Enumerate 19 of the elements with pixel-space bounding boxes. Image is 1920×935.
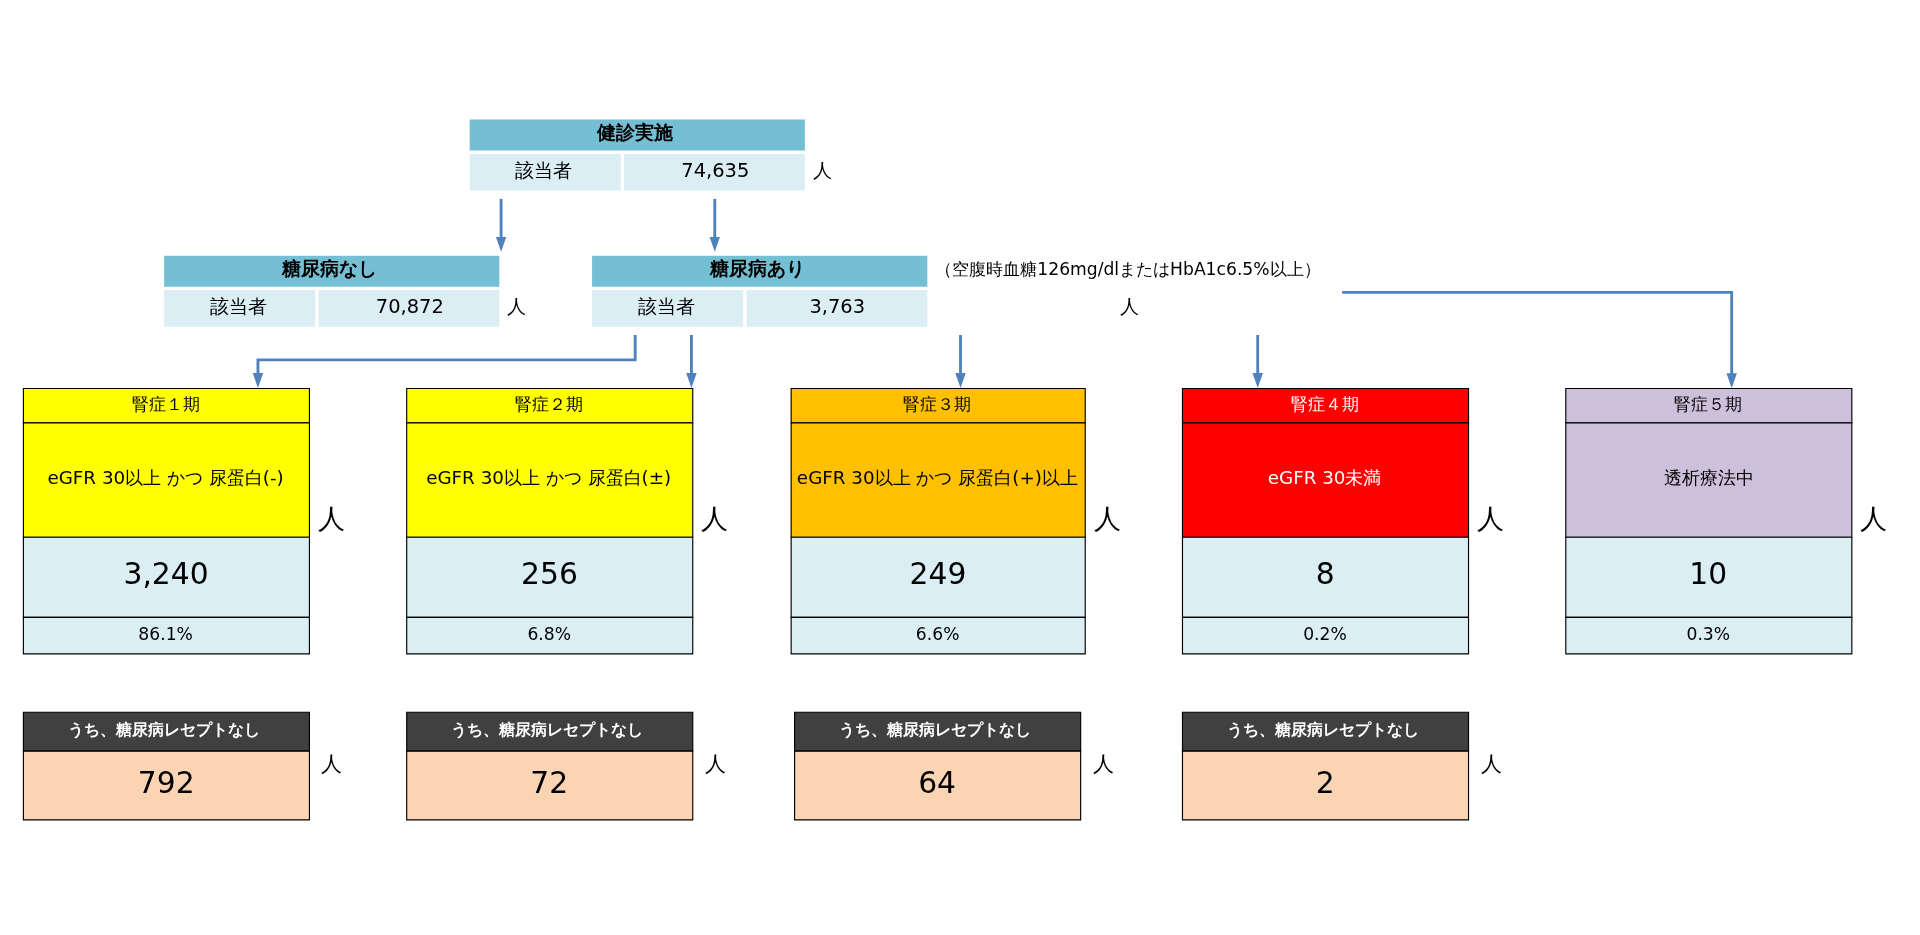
- node-label: 人: [317, 502, 345, 534]
- node-label: 人: [506, 294, 526, 318]
- arrow: [954, 334, 966, 388]
- arrow: [1341, 290, 1737, 388]
- node-label: 人: [1119, 294, 1139, 318]
- node-label: 人: [700, 502, 728, 534]
- arrow: [685, 334, 697, 388]
- node-label: 人: [1859, 502, 1887, 534]
- node-label: （空腹時血糖126mg/dlまたはHbA1c6.5%以上）: [934, 258, 1321, 279]
- node-label: 人: [1480, 751, 1502, 776]
- node-label: 人: [1476, 502, 1504, 534]
- arrow: [495, 198, 506, 252]
- arrow: [1252, 334, 1263, 388]
- node-label: 人: [1092, 751, 1114, 776]
- node-label: 人: [704, 751, 726, 776]
- arrow: [709, 198, 720, 252]
- node-label: 人: [320, 751, 342, 776]
- node-label: 人: [812, 158, 832, 182]
- node-label: 人: [1093, 502, 1121, 534]
